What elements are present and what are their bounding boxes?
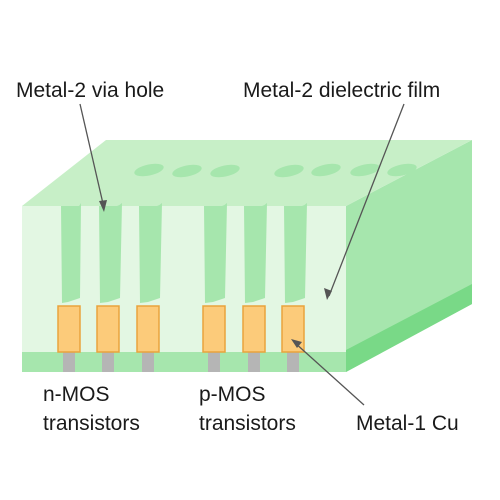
top-opening: [210, 164, 240, 178]
via-hole-leader: [79, 103, 105, 209]
via-hole: [61, 203, 81, 303]
nmos-label-line2: transistors: [43, 412, 140, 435]
via-hole: [284, 203, 307, 303]
top-opening: [311, 163, 341, 177]
transistor-stem: [208, 352, 220, 372]
via-hole: [204, 203, 227, 303]
via-hole: [99, 203, 122, 303]
via-hole: [139, 203, 162, 303]
pmos-label-line2: transistors: [199, 412, 296, 435]
transistor-stem: [102, 352, 114, 372]
metal1-pad: [96, 305, 120, 353]
via-hole-arrowhead: [99, 200, 107, 212]
nmos-label-line1: n-MOS: [43, 383, 110, 406]
top-opening: [134, 163, 164, 177]
transistor-stem: [287, 352, 299, 372]
side-bottom-strip: [346, 284, 472, 372]
metal1-pad: [202, 305, 226, 353]
top-opening: [387, 163, 417, 177]
metal1-pad: [136, 305, 160, 353]
pmos-label-line1: p-MOS: [199, 383, 266, 406]
transistor-stem: [248, 352, 260, 372]
leader-lines: [79, 103, 405, 406]
metal1-pads: [57, 305, 305, 353]
metal1-label: Metal-1 Cu: [356, 412, 459, 435]
top-opening: [350, 163, 380, 177]
metal1-arrowhead: [291, 339, 302, 348]
metal1-pad: [281, 305, 305, 353]
via-holes: [61, 203, 307, 303]
metal1-leader: [293, 341, 365, 406]
dielectric-leader: [328, 103, 405, 297]
via-hole: [244, 203, 267, 303]
metal1-pad: [242, 305, 266, 353]
dielectric-film-label: Metal-2 dielectric film: [243, 79, 440, 102]
transistor-stem: [142, 352, 154, 372]
metal1-pad: [57, 305, 81, 353]
top-opening: [274, 164, 304, 178]
transistor-stem: [63, 352, 75, 372]
dielectric-arrowhead: [324, 288, 332, 300]
via-hole-label: Metal-2 via hole: [16, 79, 164, 102]
top-opening: [172, 164, 202, 178]
dielectric-top-face: [22, 140, 472, 206]
top-face-openings: [134, 163, 417, 178]
transistor-stems: [63, 352, 299, 372]
